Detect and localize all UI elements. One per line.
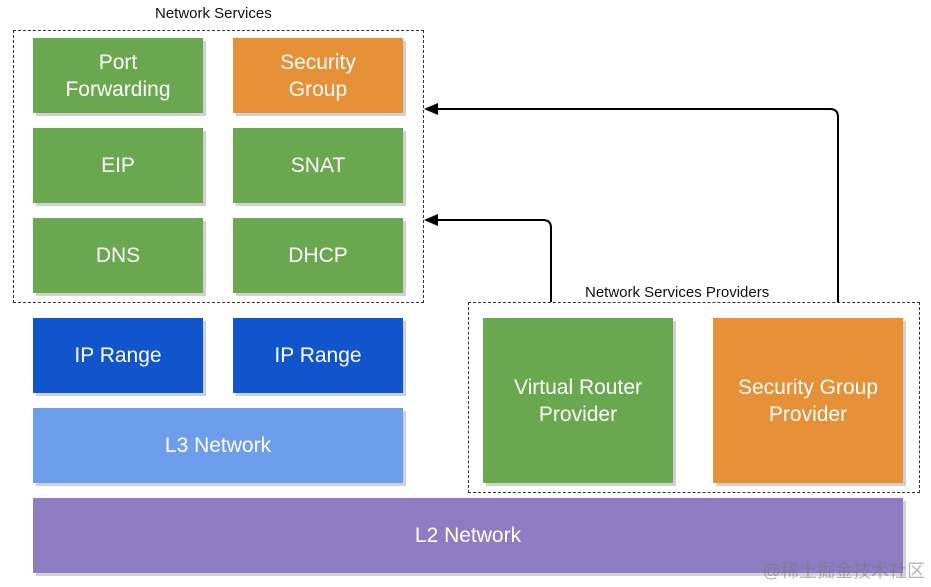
ip-range-box-1: IP Range	[33, 318, 203, 393]
network-services-label: Network Services	[155, 5, 272, 22]
watermark: @稀土掘金技术社区	[762, 561, 925, 581]
l3-network-box: L3 Network	[33, 408, 403, 483]
arrowhead-1	[424, 214, 438, 226]
security-group-box: Security Group	[233, 38, 403, 113]
ip-range-box-2: IP Range	[233, 318, 403, 393]
arrowhead-2	[424, 103, 438, 115]
arrow-vr-to-services	[436, 219, 552, 302]
providers-label: Network Services Providers	[583, 284, 772, 301]
network-services-group	[13, 30, 424, 303]
security-group-provider-box: Security Group Provider	[713, 318, 903, 483]
providers-group	[468, 302, 920, 493]
eip-box: EIP	[33, 128, 203, 203]
snat-box: SNAT	[233, 128, 403, 203]
l2-network-box: L2 Network	[33, 498, 903, 573]
virtual-router-provider-box: Virtual Router Provider	[483, 318, 673, 483]
arrow-sg-to-services	[436, 108, 839, 302]
port-forwarding-box: Port Forwarding	[33, 38, 203, 113]
dns-box: DNS	[33, 218, 203, 293]
dhcp-box: DHCP	[233, 218, 403, 293]
